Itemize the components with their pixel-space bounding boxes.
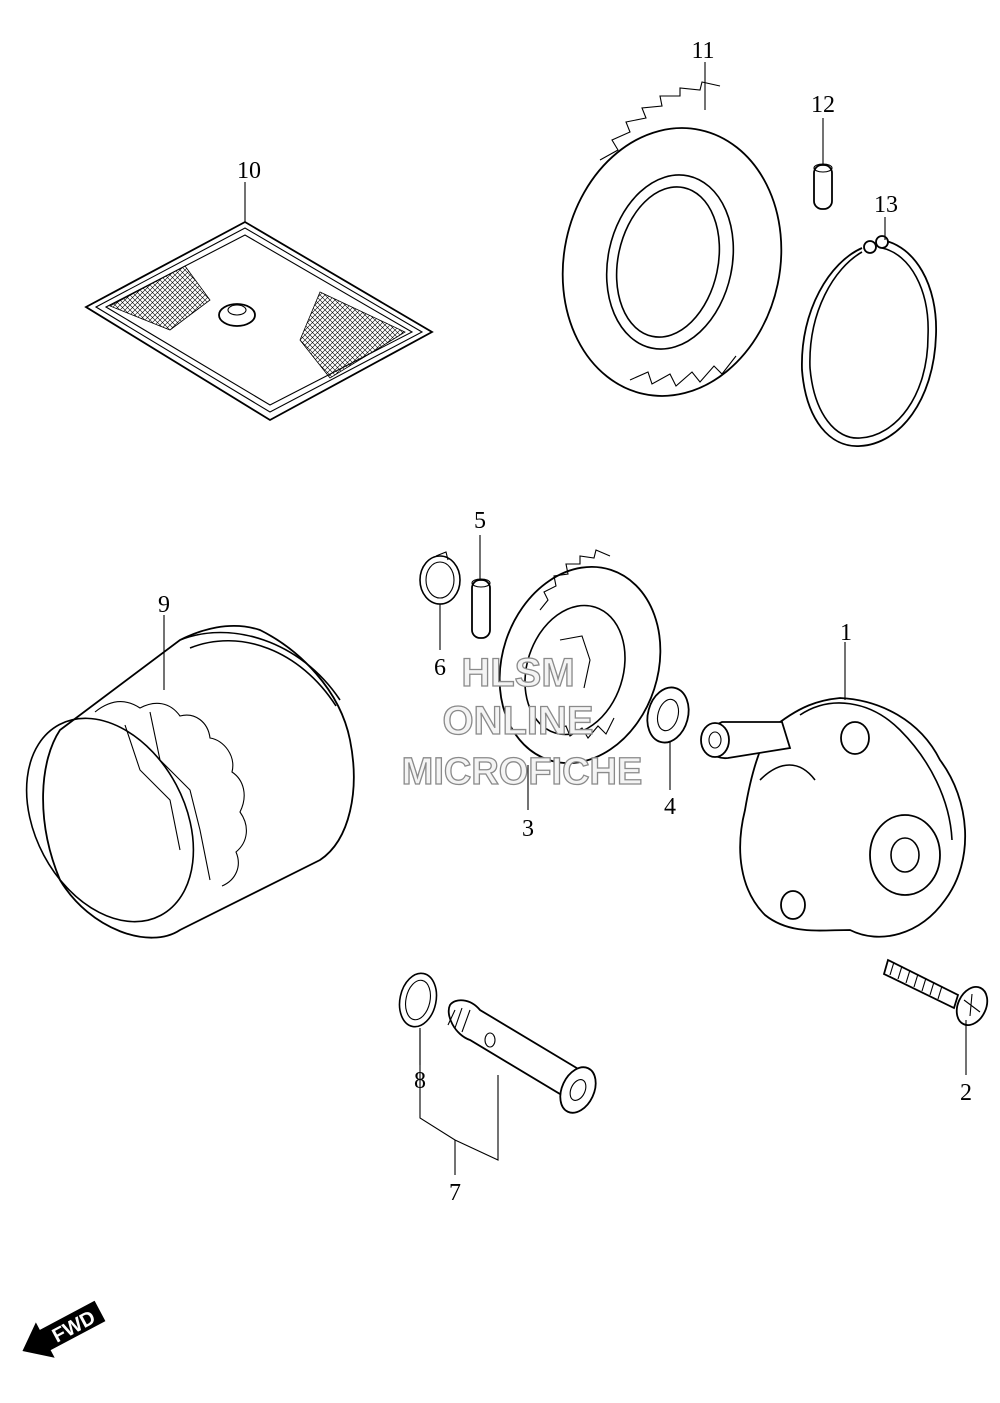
circlip-large-part (801, 235, 937, 447)
callout-10: 10 (237, 158, 261, 184)
callout-1: 1 (840, 620, 852, 646)
relief-valve-part (447, 999, 597, 1114)
pump-gear-part (498, 549, 662, 765)
callout-9: 9 (158, 592, 170, 618)
oil-pump-assembly-part (700, 697, 967, 938)
watermark-line-2: ONLINE (442, 699, 593, 743)
o-ring-part (398, 972, 438, 1028)
callout-8: 8 (414, 1068, 426, 1094)
watermark: HLSM ONLINE MICROFICHE (401, 650, 643, 793)
callout-7: 7 (449, 1180, 461, 1206)
oil-filter-part (25, 624, 355, 939)
fwd-arrow: FWD (22, 1300, 106, 1358)
screw-part (882, 958, 989, 1026)
callout-5: 5 (474, 508, 486, 534)
callout-4: 4 (664, 794, 676, 820)
watermark-line-1: HLSM (461, 651, 574, 695)
washer-part (646, 686, 690, 744)
pin-5-part (471, 578, 491, 639)
dowel-pin-12-part (813, 163, 833, 210)
watermark-line-3: MICROFICHE (402, 751, 643, 793)
callout-3: 3 (522, 816, 534, 842)
callout-11: 11 (691, 38, 714, 64)
callout-13: 13 (874, 192, 898, 218)
callout-2: 2 (960, 1080, 972, 1106)
fwd-arrow-icon (22, 1300, 106, 1358)
circlip-small-part (419, 551, 461, 605)
large-gear-part (561, 81, 783, 397)
callout-6: 6 (434, 655, 446, 681)
oil-strainer-part (84, 220, 434, 422)
callout-12: 12 (811, 92, 835, 118)
leader-lines (163, 62, 967, 1175)
callout-labels: 1 2 3 4 5 6 7 8 9 10 11 12 13 (158, 38, 972, 1206)
